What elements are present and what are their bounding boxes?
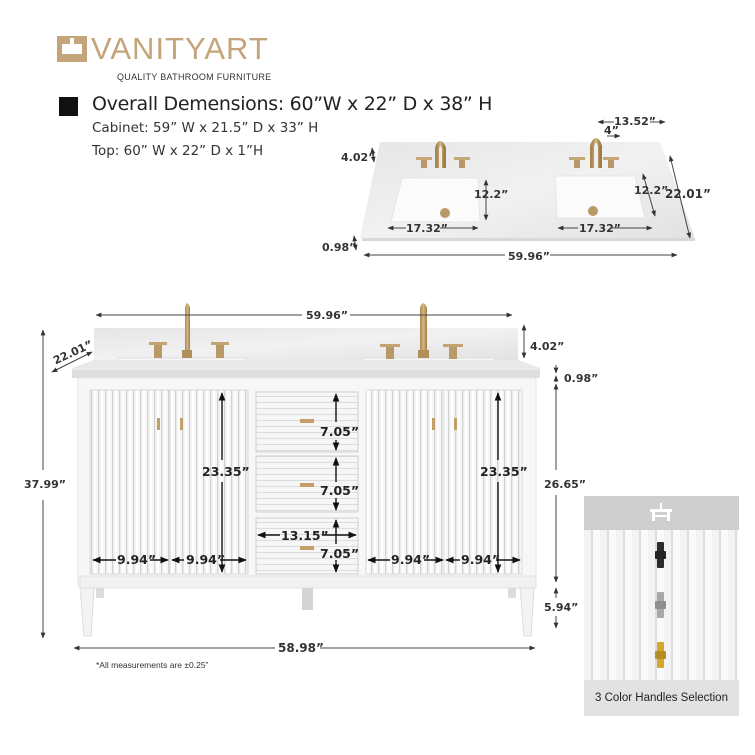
vanity-front-view <box>72 303 540 637</box>
handle-nickel-icon <box>657 592 664 618</box>
handle-gold-icon <box>657 642 664 668</box>
dim-door-width-3: 9.94” <box>391 552 431 567</box>
panel-header <box>584 496 739 530</box>
dim-top-thickness: 0.98” <box>322 241 357 254</box>
dim-top-depth: 22.01” <box>665 187 711 201</box>
dim-drawer-width: 13.15” <box>281 528 329 543</box>
dim-front-top-thickness: 0.98” <box>564 372 599 385</box>
front-view-outer-dimension-lines <box>40 312 559 651</box>
dim-drawer-height-2: 7.05” <box>320 483 360 498</box>
dim-door-width-2: 9.94” <box>186 552 226 567</box>
handle-black-icon <box>657 542 664 568</box>
dim-sink-width-right: 17.32” <box>579 222 622 235</box>
dim-door-height-left: 23.35” <box>202 464 250 479</box>
dim-sink-width-left: 17.32” <box>406 222 449 235</box>
top-dimensions: Top: 60” W x 22” D x 1”H <box>92 143 264 159</box>
measurement-note: *All measurements are ±0.25” <box>96 660 209 670</box>
dim-top-width: 59.96” <box>508 250 551 263</box>
dim-total-height: 37.99” <box>24 478 67 491</box>
handles-selection-panel: 3 Color Handles Selection <box>584 496 739 716</box>
dim-faucet-spread: 13.52” <box>614 115 657 128</box>
front-view-inner-dimension-lines <box>92 392 521 573</box>
dim-front-top-width: 59.96” <box>306 309 349 322</box>
dim-drawer-height-1: 7.05” <box>320 424 360 439</box>
brand-tagline: QUALITY BATHROOM FURNITURE <box>117 72 272 82</box>
dim-backsplash-top: 4.02” <box>341 151 376 164</box>
overall-dimensions: Overall Demensions: 60”W x 22” D x 38” H <box>92 93 493 115</box>
dim-leg-height: 5.94” <box>544 601 579 614</box>
dim-drawer-height-3: 7.05” <box>320 546 360 561</box>
panel-caption: 3 Color Handles Selection <box>584 680 739 716</box>
dim-door-width-4: 9.94” <box>461 552 501 567</box>
dim-faucet-offset: 4” <box>604 124 619 137</box>
cabinet-dimensions: Cabinet: 59” W x 21.5” D x 33” H <box>92 120 319 136</box>
dim-front-backsplash: 4.02” <box>530 340 565 353</box>
dim-door-width-1: 9.94” <box>117 552 157 567</box>
dim-cabinet-height: 26.65” <box>544 478 587 491</box>
dim-cabinet-width: 58.98” <box>278 641 324 655</box>
dim-door-height-right: 23.35” <box>480 464 528 479</box>
countertop-top-view <box>360 138 695 241</box>
brand-logo: VANITYART <box>57 31 269 66</box>
panel-fluted-background <box>584 530 739 680</box>
brand-name: VANITYART <box>91 31 269 66</box>
dim-sink-depth-left: 12.2” <box>474 188 509 201</box>
vanity-logo-icon <box>57 36 87 62</box>
dim-sink-depth-right: 12.2” <box>634 184 669 197</box>
vanity-logo-icon <box>650 503 672 521</box>
bullet-square-icon <box>59 97 78 116</box>
top-view-dimension-lines <box>352 119 692 258</box>
